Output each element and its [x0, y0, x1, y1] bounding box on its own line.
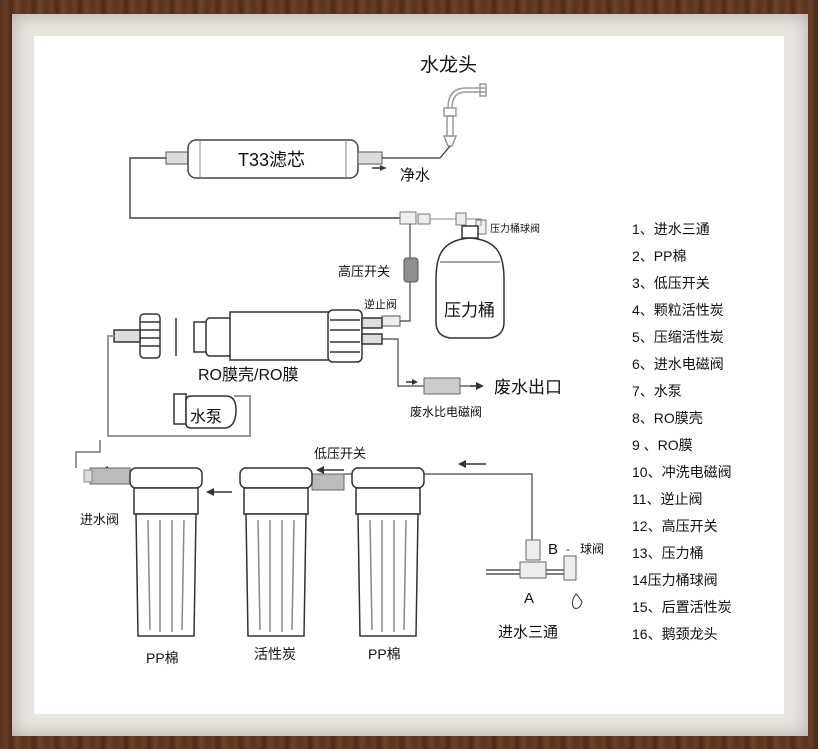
pressure-tank-label: 压力桶 [444, 301, 495, 320]
legend-item: 3、低压开关 [632, 275, 710, 291]
legend-item: 9 、RO膜 [632, 437, 693, 453]
tee-a-label: A [524, 590, 534, 607]
pump-label: 水泵 [190, 408, 222, 426]
legend-item: 1、进水三通 [632, 221, 710, 237]
legend-item: 13、压力桶 [632, 545, 704, 561]
filter-housing-carbon [239, 467, 313, 637]
t33-filter [165, 139, 383, 179]
check-valve-label: 逆止阀 [364, 297, 397, 311]
pressure-tank [435, 225, 505, 339]
inlet-solenoid-valve [89, 467, 131, 485]
return-pipe [129, 157, 402, 219]
faucet-label: 水龙头 [420, 54, 477, 76]
filter-carbon-label: 活性炭 [254, 646, 296, 662]
inlet-valve-label: 进水阀 [80, 512, 119, 527]
wastewater-arrow-icon [412, 379, 418, 385]
faucet-pipe [439, 145, 451, 159]
ro-housing-label: RO膜壳/RO膜 [198, 366, 298, 384]
legend-item: 2、PP棉 [632, 248, 687, 264]
filter-housing-pp2 [351, 467, 425, 637]
inlet-tee-fitting [486, 539, 577, 581]
legend-item: 11、逆止阀 [632, 491, 703, 507]
legend-item: 10、冲洗电磁阀 [632, 464, 732, 480]
inlet-valve-pipe [75, 440, 101, 468]
filter-pp1-label: PP棉 [146, 650, 179, 666]
ball-valve-dash: - [566, 544, 570, 556]
t33-filter-label: T33滤芯 [238, 150, 305, 170]
legend-item: 7、水泵 [632, 383, 682, 399]
pressure-tank-ball-valve-label: 压力桶球阀 [490, 222, 540, 235]
legend-item: 16、鹅颈龙头 [632, 626, 718, 642]
legend-item: 5、压缩活性炭 [632, 329, 724, 345]
legend-item: 15、后置活性炭 [632, 599, 732, 615]
tank-tee-fitting [399, 211, 487, 235]
legend-item: 8、RO膜壳 [632, 410, 703, 426]
pump-pipe [107, 335, 251, 437]
legend-item: 12、高压开关 [632, 518, 718, 534]
water-drop-icon [571, 593, 583, 609]
pure-water-arrow-icon [380, 165, 386, 171]
filter-pp2-label: PP棉 [368, 646, 401, 662]
wastewater-ratio-valve-label: 废水比电磁阀 [410, 404, 482, 419]
low-pressure-switch [311, 473, 345, 491]
inlet-main-pipe [412, 473, 533, 540]
pure-water-label: 净水 [400, 167, 430, 184]
legend-item: 6、进水电磁阀 [632, 356, 724, 372]
legend-item: 4、颗粒活性炭 [632, 302, 724, 318]
outlet-arrow-icon [476, 382, 484, 390]
component-legend: 1、进水三通 2、PP棉 3、低压开关 4、颗粒活性炭 5、压缩活性炭 6、进水… [632, 218, 802, 650]
legend-item: 14压力桶球阀 [632, 572, 718, 588]
tee-b-label: B [548, 541, 558, 558]
wastewater-pipe [382, 338, 424, 387]
inlet-valve-fitting [83, 469, 93, 483]
check-valve [381, 315, 401, 327]
high-pressure-switch-label: 高压开关 [338, 264, 390, 279]
filter-housing-pp1 [129, 467, 203, 637]
ro-membrane-housing [113, 309, 383, 363]
faucet-icon [442, 83, 487, 147]
wastewater-ratio-valve [423, 377, 461, 395]
check-valve-pipe [400, 300, 411, 322]
low-pressure-switch-label: 低压开关 [314, 446, 366, 461]
wastewater-outlet-label: 废水出口 [494, 378, 562, 397]
inlet-tee-label: 进水三通 [498, 624, 558, 641]
pump [173, 393, 237, 429]
high-pressure-switch [403, 257, 419, 283]
ball-valve-label: 球阀 [580, 542, 604, 556]
